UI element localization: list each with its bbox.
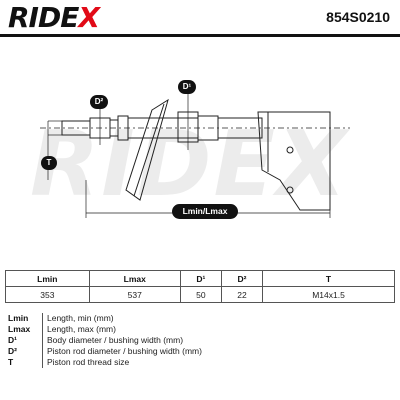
label-d1: D¹ xyxy=(178,80,196,94)
legend-item: T Piston rod thread size xyxy=(8,357,388,368)
legend-item: D² Piston rod diameter / bushing width (… xyxy=(8,346,388,357)
body-lower xyxy=(217,117,263,139)
legend-value: Length, max (mm) xyxy=(42,324,116,335)
shock-absorber-drawing xyxy=(40,92,350,218)
table-header-cell: Lmax xyxy=(88,270,181,287)
table-header-row: Lmin Lmax D¹ D² T xyxy=(5,270,395,287)
table-header-cell: Lmin xyxy=(5,270,90,287)
legend-item: Lmin Length, min (mm) xyxy=(8,313,388,324)
table-row: 353 537 50 22 M14x1.5 xyxy=(5,286,395,303)
legend-key: Lmax xyxy=(8,324,31,334)
table-cell: 353 xyxy=(5,286,90,303)
label-t: T xyxy=(41,156,57,170)
table-cell: M14x1.5 xyxy=(262,286,395,303)
part-number: 854S0210 xyxy=(326,9,390,25)
legend-value: Piston rod diameter / bushing width (mm) xyxy=(42,346,202,357)
brand-logo: RIDEX xyxy=(8,1,100,34)
label-d2: D² xyxy=(90,95,108,109)
header-divider xyxy=(0,34,400,37)
table-cell: 537 xyxy=(88,286,181,303)
legend: Lmin Length, min (mm) Lmax Length, max (… xyxy=(8,313,388,368)
table-cell: 50 xyxy=(179,286,222,303)
spec-table: Lmin Lmax D¹ D² T 353 537 50 22 M14x1.5 xyxy=(5,270,395,303)
table-cell: 22 xyxy=(220,286,264,303)
label-length: Lmin/Lmax xyxy=(172,204,238,219)
legend-key: D¹ xyxy=(8,335,17,345)
header: RIDEX 854S0210 xyxy=(0,0,400,34)
legend-value: Length, min (mm) xyxy=(42,313,114,324)
legend-value: Body diameter / bushing width (mm) xyxy=(42,335,183,346)
spring-seat-plate xyxy=(125,98,169,201)
table-header-cell: D² xyxy=(220,270,264,287)
legend-value: Piston rod thread size xyxy=(42,357,129,368)
legend-item: Lmax Length, max (mm) xyxy=(8,324,388,335)
legend-key: D² xyxy=(8,346,17,356)
legend-item: D¹ Body diameter / bushing width (mm) xyxy=(8,335,388,346)
table-header-cell: D¹ xyxy=(179,270,222,287)
knuckle-bracket xyxy=(257,111,331,211)
legend-key: Lmin xyxy=(8,313,29,323)
table-header-cell: T xyxy=(262,270,395,287)
legend-key: T xyxy=(8,357,14,367)
